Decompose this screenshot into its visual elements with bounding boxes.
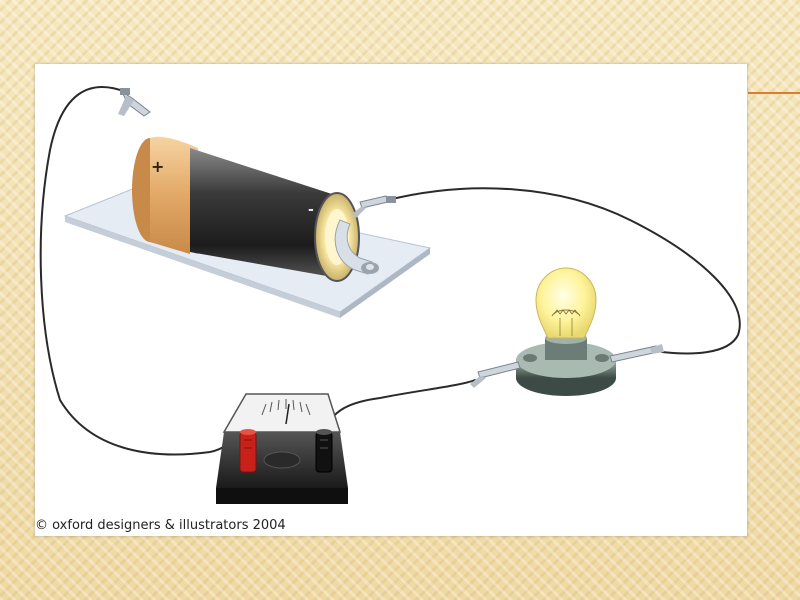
battery-icon [132,136,360,282]
crocodile-clip-icon [470,361,521,388]
battery-negative-label: - [308,202,314,218]
accent-line [748,92,800,94]
crocodile-clip-icon [118,88,151,117]
crocodile-clip-icon [352,195,396,218]
battery-terminal-holder [334,219,379,275]
meter-black-terminal [315,429,333,473]
wire-meter-to-bulb [323,379,476,433]
meter-red-terminal [239,429,257,473]
light-bulb-icon [535,267,597,339]
wire-battery-minus-to-bulb [387,187,741,355]
bulb-holder [516,332,616,396]
battery-positive-label: + [151,157,165,176]
wire-battery-plus-to-meter [39,86,247,456]
crocodile-clip-icon [609,344,664,363]
copyright-text: © oxford designers & illustrators 2004 [35,518,286,533]
